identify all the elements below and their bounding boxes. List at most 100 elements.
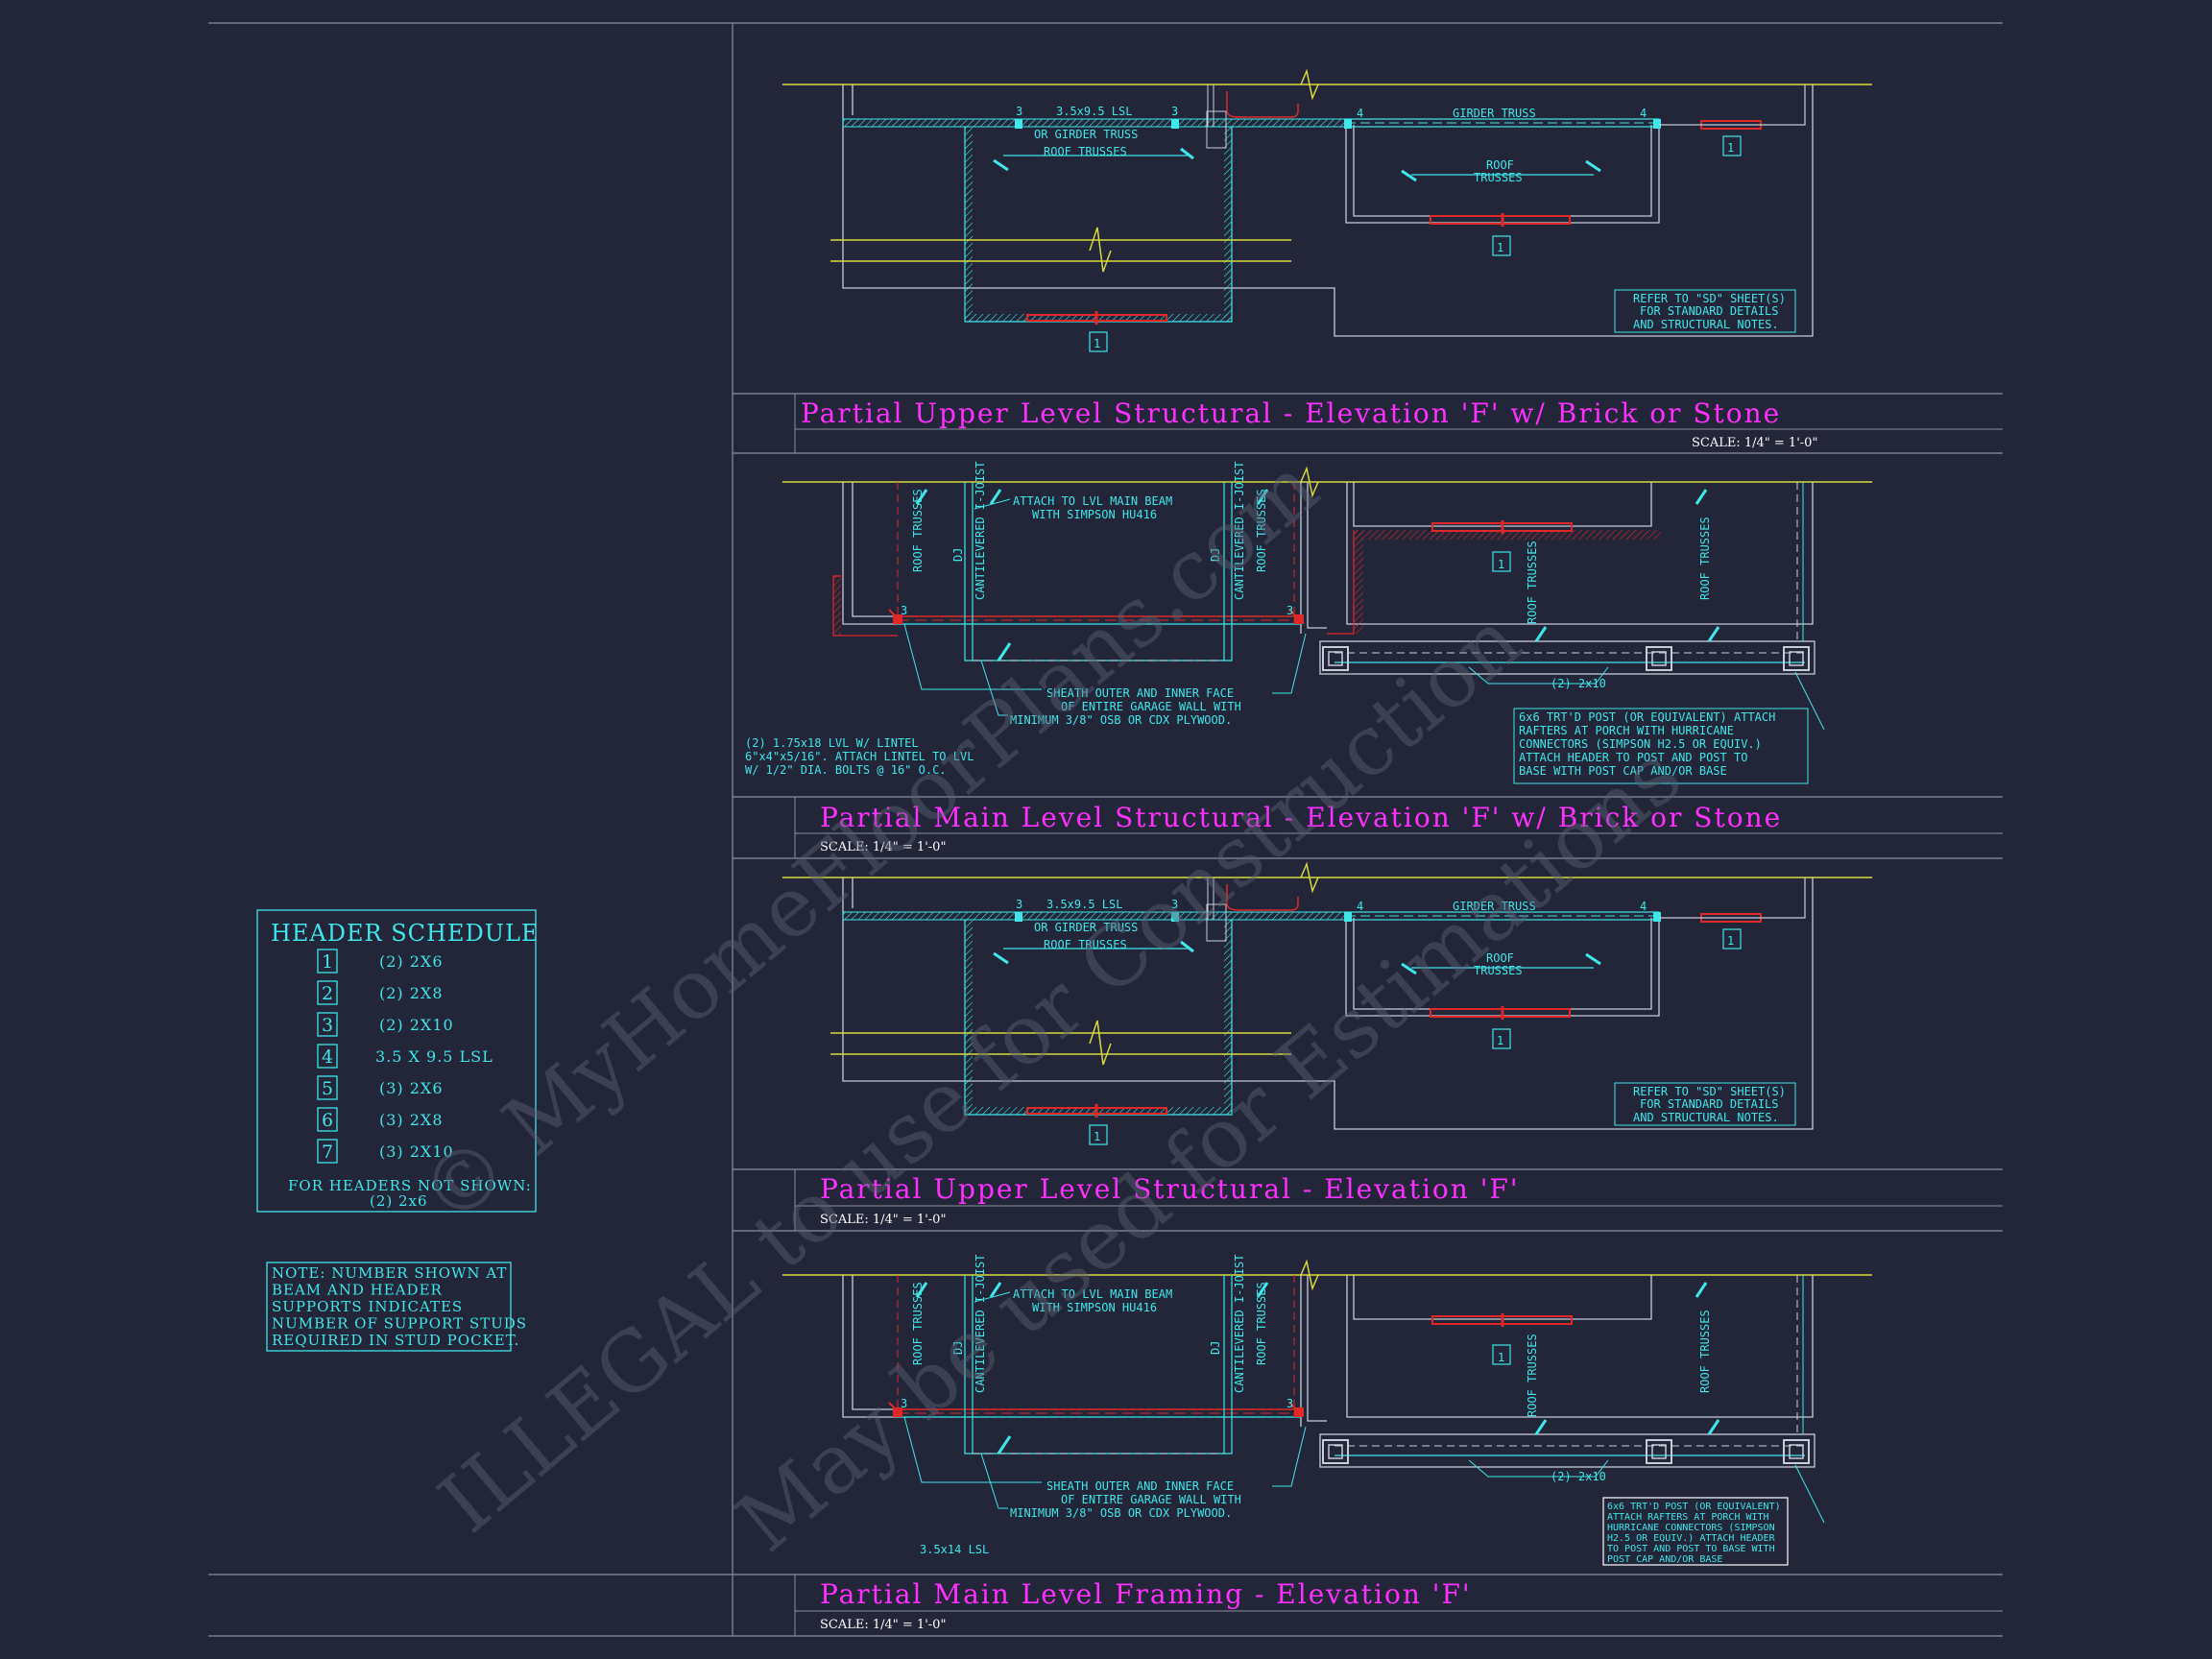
note-line: SUPPORTS INDICATES bbox=[272, 1298, 463, 1315]
header-schedule-num: 6 bbox=[322, 1110, 333, 1131]
svg-text:1: 1 bbox=[1498, 1351, 1504, 1364]
svg-text:DJ: DJ bbox=[1209, 1341, 1222, 1355]
header-schedule-num-box bbox=[317, 1012, 338, 1037]
label-lsl: 3.5x9.5 LSL bbox=[1056, 105, 1132, 118]
svg-text:1: 1 bbox=[1094, 1130, 1100, 1143]
roof-trusses-vert-d: ROOF TRUSSES bbox=[1698, 517, 1712, 600]
post-line2: RAFTERS AT PORCH WITH HURRICANE bbox=[1519, 724, 1734, 737]
svg-text:1: 1 bbox=[1497, 1034, 1503, 1047]
roof-trusses-vert-a: ROOF TRUSSES bbox=[911, 489, 925, 572]
cant-left: CANTILEVERED I-JOIST bbox=[974, 462, 987, 601]
post-line3: CONNECTORS (SIMPSON H2.5 OR EQUIV.) bbox=[1519, 737, 1762, 751]
header-schedule-num-box bbox=[317, 1044, 338, 1069]
sheath-line3: MINIMUM 3/8" OSB OR CDX PLYWOOD. bbox=[1010, 713, 1232, 727]
svg-text:1: 1 bbox=[1727, 934, 1734, 948]
post-line5: BASE WITH POST CAP AND/OR BASE bbox=[1519, 764, 1727, 778]
drawing-main-brick bbox=[781, 467, 1874, 732]
header-schedule-num: 3 bbox=[322, 1015, 333, 1036]
svg-text:ROOF: ROOF bbox=[1486, 951, 1514, 965]
note-line: BEAM AND HEADER bbox=[272, 1282, 443, 1299]
header-schedule-label: (3) 2X8 bbox=[379, 1111, 444, 1129]
svg-text:3: 3 bbox=[1016, 898, 1022, 911]
svg-text:6x6 TRT'D POST (OR EQUIVALENT): 6x6 TRT'D POST (OR EQUIVALENT) bbox=[1607, 1502, 1781, 1512]
svg-text:OF ENTIRE GARAGE WALL WITH: OF ENTIRE GARAGE WALL WITH bbox=[1061, 1493, 1241, 1506]
scale-upper-brick: SCALE: 1/4" = 1'-0" bbox=[1692, 436, 1817, 450]
note-line: NUMBER OF SUPPORT STUDS bbox=[272, 1315, 527, 1333]
label-n4b: 4 bbox=[1640, 107, 1647, 120]
header-schedule-label: (2) 2X8 bbox=[379, 984, 444, 1002]
header-schedule-label: (3) 2X6 bbox=[379, 1079, 444, 1097]
sheath-line1: SHEATH OUTER AND INNER FACE bbox=[1046, 686, 1234, 700]
label-trusses: TRUSSES bbox=[1474, 171, 1523, 184]
refer-line2: FOR STANDARD DETAILS bbox=[1640, 304, 1779, 318]
header-schedule-num-box bbox=[317, 1075, 338, 1100]
label-2x10: (2) 2x10 bbox=[1551, 677, 1606, 690]
post-line4: ATTACH HEADER TO POST AND POST TO bbox=[1519, 751, 1747, 764]
sheath-line2: OF ENTIRE GARAGE WALL WITH bbox=[1061, 700, 1241, 713]
panel3-labels: 3 3 3.5x9.5 LSL OR GIRDER TRUSS ROOF TRU… bbox=[1016, 898, 1786, 1143]
label-n3b: 3 bbox=[1171, 105, 1178, 118]
title-main-framing: Partial Main Level Framing - Elevation '… bbox=[820, 1578, 1472, 1610]
svg-text:ROOF TRUSSES: ROOF TRUSSES bbox=[1698, 1310, 1712, 1393]
header-tag-1d: 1 bbox=[1498, 558, 1504, 571]
lintel-line1: (2) 1.75x18 LVL W/ LINTEL bbox=[745, 736, 919, 750]
svg-text:ATTACH TO LVL MAIN BEAM: ATTACH TO LVL MAIN BEAM bbox=[1013, 1287, 1172, 1301]
svg-text:3.5x9.5 LSL: 3.5x9.5 LSL bbox=[1046, 898, 1122, 911]
lintel-line3: W/ 1/2" DIA. BOLTS @ 16" O.C. bbox=[745, 763, 947, 777]
refer-line3: AND STRUCTURAL NOTES. bbox=[1633, 318, 1779, 331]
header-schedule-num: 7 bbox=[322, 1142, 333, 1163]
svg-text:DJ: DJ bbox=[951, 1341, 965, 1355]
refer-line1: REFER TO "SD" SHEET(S) bbox=[1633, 292, 1786, 305]
scale-main-framing: SCALE: 1/4" = 1'-0" bbox=[820, 1618, 946, 1632]
svg-text:SHEATH OUTER AND INNER FACE: SHEATH OUTER AND INNER FACE bbox=[1046, 1479, 1234, 1493]
svg-text:3: 3 bbox=[901, 1397, 907, 1410]
title-upper: Partial Upper Level Structural - Elevati… bbox=[820, 1173, 1520, 1205]
header-schedule-num-box bbox=[317, 980, 338, 1005]
svg-text:POST CAP AND/OR BASE: POST CAP AND/OR BASE bbox=[1607, 1554, 1722, 1565]
scale-upper: SCALE: 1/4" = 1'-0" bbox=[820, 1213, 946, 1227]
attach-line1: ATTACH TO LVL MAIN BEAM bbox=[1013, 494, 1172, 508]
svg-text:ROOF TRUSSES: ROOF TRUSSES bbox=[1044, 938, 1127, 951]
dj-right: DJ bbox=[1209, 548, 1222, 562]
header-schedule-label: (2) 2X10 bbox=[379, 1016, 454, 1034]
title-main-brick: Partial Main Level Structural - Elevatio… bbox=[820, 802, 1782, 833]
panel4-labels: ATTACH TO LVL MAIN BEAM WITH SIMPSON HU4… bbox=[901, 1255, 1712, 1557]
svg-text:CANTILEVERED I-JOIST: CANTILEVERED I-JOIST bbox=[974, 1255, 987, 1394]
panel1-labels: 3 3 3.5x9.5 LSL OR GIRDER TRUSS ROOF TRU… bbox=[801, 105, 1817, 450]
svg-text:4: 4 bbox=[1357, 900, 1363, 913]
svg-text:(2) 2x10: (2) 2x10 bbox=[1551, 1470, 1606, 1483]
svg-text:CANTILEVERED I-JOIST: CANTILEVERED I-JOIST bbox=[1233, 1255, 1246, 1394]
roof-trusses-vert-b: ROOF TRUSSES bbox=[1255, 489, 1268, 572]
label-or-girder: OR GIRDER TRUSS bbox=[1034, 128, 1138, 141]
header-schedule-num-box bbox=[317, 949, 338, 974]
svg-text:ATTACH RAFTERS AT PORCH WITH: ATTACH RAFTERS AT PORCH WITH bbox=[1607, 1512, 1769, 1523]
sheet-frame bbox=[208, 22, 2003, 1637]
svg-text:TRUSSES: TRUSSES bbox=[1474, 964, 1523, 977]
svg-text:TO POST AND POST TO BASE WITH: TO POST AND POST TO BASE WITH bbox=[1607, 1544, 1775, 1554]
svg-text:FOR STANDARD DETAILS: FOR STANDARD DETAILS bbox=[1640, 1097, 1779, 1111]
label-roof: ROOF bbox=[1486, 158, 1514, 172]
watermark: © MyHomeFloorPlans.com ILLEGAL to use fo… bbox=[402, 439, 1699, 1571]
header-schedule-label: (2) 2X6 bbox=[379, 952, 444, 971]
svg-text:ROOF TRUSSES: ROOF TRUSSES bbox=[1255, 1282, 1268, 1365]
cant-right: CANTILEVERED I-JOIST bbox=[1233, 462, 1246, 601]
label-n3d: 3 bbox=[1286, 604, 1293, 617]
header-schedule-num: 1 bbox=[322, 951, 333, 973]
dj-left: DJ bbox=[951, 548, 965, 562]
header-schedule-num-box bbox=[317, 1107, 338, 1132]
svg-text:ROOF TRUSSES: ROOF TRUSSES bbox=[1526, 1334, 1539, 1417]
header-tag-1b: 1 bbox=[1497, 241, 1503, 254]
svg-text:3: 3 bbox=[1286, 1397, 1293, 1410]
header-schedule-num: 5 bbox=[322, 1078, 333, 1099]
title-upper-brick: Partial Upper Level Structural - Elevati… bbox=[801, 397, 1781, 429]
svg-text:4: 4 bbox=[1640, 900, 1647, 913]
svg-text:GIRDER TRUSS: GIRDER TRUSS bbox=[1453, 900, 1536, 913]
svg-text:AND STRUCTURAL NOTES.: AND STRUCTURAL NOTES. bbox=[1633, 1111, 1779, 1124]
header-schedule-num: 4 bbox=[322, 1046, 333, 1068]
svg-text:MINIMUM 3/8" OSB OR CDX PLYWOO: MINIMUM 3/8" OSB OR CDX PLYWOOD. bbox=[1010, 1506, 1232, 1520]
label-lsl-14: 3.5x14 LSL bbox=[920, 1543, 989, 1556]
